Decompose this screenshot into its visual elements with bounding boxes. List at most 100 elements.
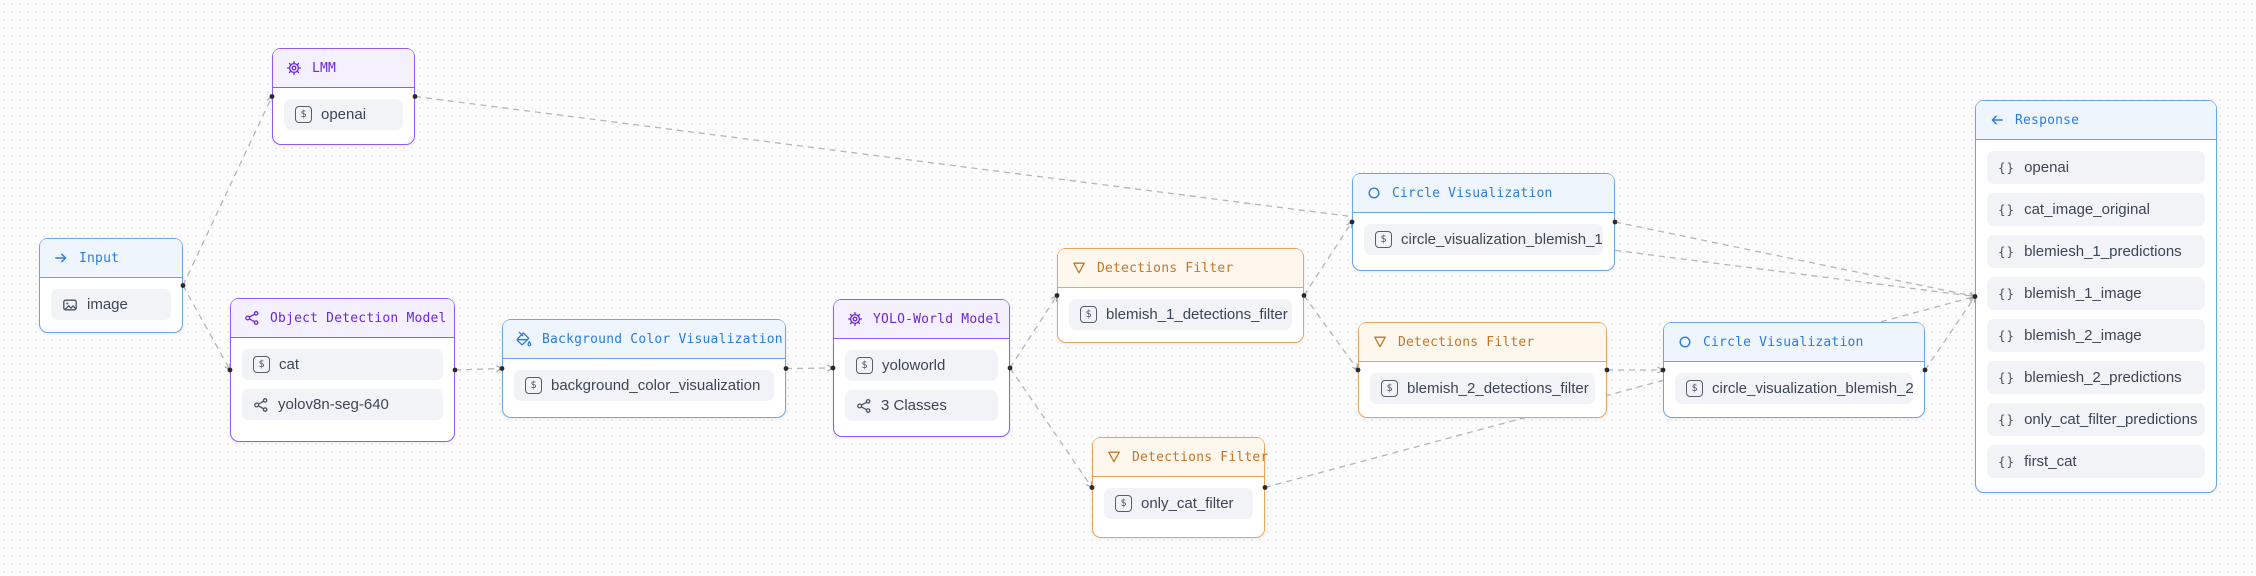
arrow-left-icon <box>1989 112 2005 128</box>
funnel-icon <box>1071 260 1087 276</box>
chip-blemish-1-image: {} blemish_1_image <box>1987 277 2205 310</box>
edge-bcv-yolo-world-model <box>785 364 835 372</box>
paint-bucket-icon <box>516 331 532 347</box>
node-f1-body: $ blemish_1_detections_filter <box>1058 288 1303 341</box>
braces-icon: {} <box>1998 328 2016 343</box>
chip-label: cat <box>279 356 300 373</box>
node-title: Circle Visualization <box>1703 334 1864 350</box>
edge-circle-visualization-1-response <box>1614 221 1977 299</box>
chip-label: circle_visualization_blemish_1 <box>1401 231 1603 248</box>
chip-label: blemish_2_image <box>2024 327 2142 344</box>
node-title: Background Color Visualization <box>542 331 783 347</box>
edge-yolo-detections-filter-blemish-1 <box>1009 294 1058 369</box>
node-cv2-header: Circle Visualization <box>1664 323 1924 362</box>
chip-label: openai <box>321 106 367 123</box>
edge-odm-background-color-visualization <box>454 365 504 373</box>
node-odm-body: $ cat yolov8n-seg-640 <box>231 338 454 431</box>
edge-input-object-detection-model <box>182 285 231 372</box>
chip-circle-visualization-blemish-2: $ circle_visualization_blemish_2 <box>1675 373 1914 404</box>
node-cv1-body: $ circle_visualization_blemish_1 <box>1353 213 1614 266</box>
node-detections-filter-only-cat[interactable]: Detections Filter $ only_cat_filter <box>1092 437 1268 538</box>
node-title: Circle Visualization <box>1392 185 1553 201</box>
edge-lmm-response <box>414 95 1977 300</box>
gear-icon <box>847 311 863 327</box>
node-response[interactable]: Response {} openai {} cat_image_original… <box>1975 100 2217 493</box>
funnel-icon <box>1106 449 1122 465</box>
braces-icon: {} <box>1998 244 2016 259</box>
chip-blemish-2-image: {} blemish_2_image <box>1987 319 2205 352</box>
dollar-icon: $ <box>1080 306 1097 323</box>
chip-only-cat-filter: $ only_cat_filter <box>1104 488 1253 519</box>
chip-yoloworld: $ yoloworld <box>845 350 998 381</box>
dollar-icon: $ <box>1686 380 1703 397</box>
node-input[interactable]: Input image <box>39 238 183 333</box>
node-input-body: image <box>40 278 182 331</box>
chip-first-cat: {} first_cat <box>1987 445 2205 478</box>
node-title: YOLO-World Model <box>873 311 1002 327</box>
chip-label: blemish_1_image <box>2024 285 2142 302</box>
node-f2-body: $ blemish_2_detections_filter <box>1359 362 1606 415</box>
dollar-icon: $ <box>253 356 270 373</box>
network-icon <box>856 398 872 414</box>
node-yolo-body: $ yoloworld 3 Classes <box>834 339 1009 432</box>
node-title: LMM <box>312 60 337 76</box>
chip-label: yolov8n-seg-640 <box>278 396 389 413</box>
chip-image: image <box>51 289 171 320</box>
node-background-color-visualization[interactable]: Background Color Visualization $ backgro… <box>502 319 786 418</box>
chip-only-cat-filter-predictions: {} only_cat_filter_predictions <box>1987 403 2205 436</box>
braces-icon: {} <box>1998 454 2016 469</box>
node-title: Input <box>79 250 120 266</box>
node-title: Detections Filter <box>1097 260 1234 276</box>
dollar-icon: $ <box>525 377 542 394</box>
node-object-detection-model[interactable]: Object Detection Model $ cat yolov8n-seg… <box>230 298 455 442</box>
edge-filter1-filter2 <box>1303 295 1359 372</box>
chip-label: blemish_2_detections_filter <box>1407 380 1589 397</box>
node-circle-visualization-blemish-1[interactable]: Circle Visualization $ circle_visualizat… <box>1352 173 1615 271</box>
image-icon <box>62 297 78 313</box>
chip-openai-output: {} openai <box>1987 151 2205 184</box>
edge-input-lmm <box>182 95 273 286</box>
node-cv2-body: $ circle_visualization_blemish_2 <box>1664 362 1924 415</box>
network-icon <box>253 397 269 413</box>
dollar-icon: $ <box>1375 231 1392 248</box>
node-f3-body: $ only_cat_filter <box>1093 477 1264 530</box>
chip-label: blemiesh_1_predictions <box>2024 243 2182 260</box>
edge-filter1-circle-visualization-1 <box>1303 220 1353 296</box>
node-circle-visualization-blemish-2[interactable]: Circle Visualization $ circle_visualizat… <box>1663 322 1925 418</box>
chip-label: openai <box>2024 159 2070 176</box>
node-odm-header: Object Detection Model <box>231 299 454 338</box>
chip-label: cat_image_original <box>2024 201 2150 218</box>
dollar-icon: $ <box>1381 380 1398 397</box>
chip-blemish-2-detections-filter: $ blemish_2_detections_filter <box>1370 373 1595 404</box>
braces-icon: {} <box>1998 412 2016 427</box>
dollar-icon: $ <box>295 106 312 123</box>
chip-cat-image-original: {} cat_image_original <box>1987 193 2205 226</box>
node-response-header: Response <box>1976 101 2216 140</box>
node-lmm-header: LMM <box>273 49 414 88</box>
chip-label: first_cat <box>2024 453 2077 470</box>
node-yolo-world-model[interactable]: YOLO-World Model $ yoloworld 3 Classes <box>833 299 1010 437</box>
node-detections-filter-blemish-2[interactable]: Detections Filter $ blemish_2_detections… <box>1358 322 1607 418</box>
chip-label: only_cat_filter <box>1141 495 1234 512</box>
chip-label: yoloworld <box>882 357 946 374</box>
node-title: Detections Filter <box>1132 449 1269 465</box>
node-response-body: {} openai {} cat_image_original {} blemi… <box>1976 140 2216 489</box>
circle-icon <box>1677 334 1693 350</box>
arrow-right-icon <box>53 250 69 266</box>
node-detections-filter-blemish-1[interactable]: Detections Filter $ blemish_1_detections… <box>1057 248 1304 343</box>
funnel-icon <box>1372 334 1388 350</box>
node-lmm[interactable]: LMM $ openai <box>272 48 415 145</box>
braces-icon: {} <box>1998 202 2016 217</box>
node-f3-header: Detections Filter <box>1093 438 1268 477</box>
node-cv1-header: Circle Visualization <box>1353 174 1614 213</box>
node-f2-header: Detections Filter <box>1359 323 1606 362</box>
chip-label: image <box>87 296 128 313</box>
chip-openai: $ openai <box>284 99 403 130</box>
dollar-icon: $ <box>1115 495 1132 512</box>
chip-label: 3 Classes <box>881 397 947 414</box>
gear-icon <box>286 60 302 76</box>
node-bcv-body: $ background_color_visualization <box>503 359 785 412</box>
circle-icon <box>1366 185 1382 201</box>
